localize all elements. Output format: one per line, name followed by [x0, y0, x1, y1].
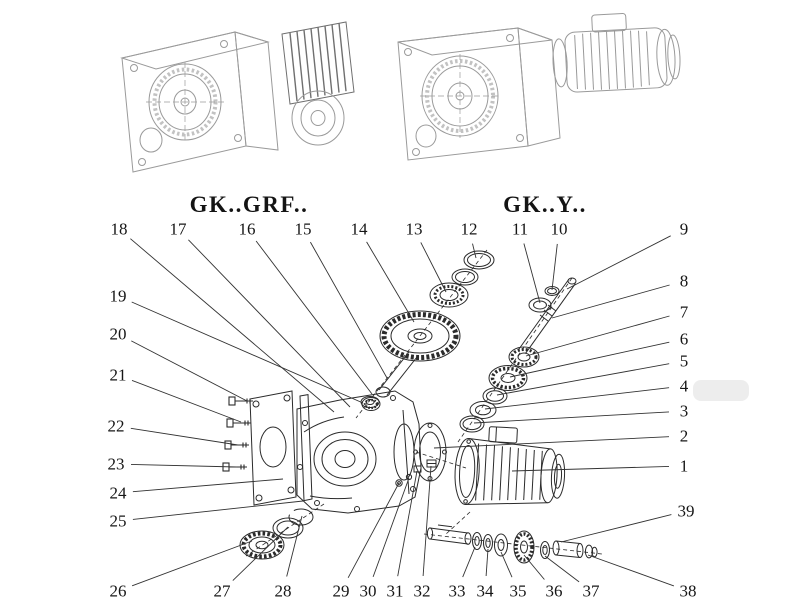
part-number-33: 33: [448, 581, 466, 600]
part-number-4: 4: [679, 376, 689, 396]
leader-line-23: [130, 463, 238, 468]
leader-line-12: [472, 243, 477, 259]
leader-line-6: [509, 341, 670, 378]
plate-bolts: [222, 396, 253, 472]
leader-line-10: [551, 243, 558, 291]
leader-line-13: [420, 242, 447, 293]
leader-line-30: [372, 477, 410, 578]
leader-line-37: [544, 555, 580, 583]
leader-line-9: [566, 235, 671, 290]
part-number-14: 14: [350, 219, 368, 239]
motor-top-drawing: [552, 13, 681, 93]
part-number-11: 11: [511, 219, 529, 239]
leader-line-33: [462, 546, 476, 578]
leader-line-20: [131, 340, 248, 402]
leader-line-2: [433, 436, 670, 449]
part-number-18: 18: [110, 219, 128, 239]
leader-line-38: [587, 554, 675, 587]
leader-line-27: [232, 526, 289, 581]
part-number-22: 22: [107, 416, 125, 436]
callout-leader-lines: [130, 235, 675, 587]
motor-adapter-cover: [413, 422, 447, 482]
part-number-35: 35: [509, 581, 527, 600]
output-shaft-assembly: [426, 524, 598, 564]
part-number-20: 20: [109, 324, 127, 344]
part-number-15: 15: [294, 219, 312, 239]
part-number-34: 34: [476, 581, 494, 600]
part-number-17: 17: [169, 219, 187, 239]
part-number-25: 25: [109, 511, 127, 531]
leader-line-4: [484, 387, 670, 410]
leader-line-3: [473, 411, 670, 424]
part-number-31: 31: [386, 581, 404, 600]
input-gear-assembly: [361, 250, 495, 411]
gearbox-grf-drawing: [120, 21, 355, 173]
leader-line-17: [188, 239, 351, 408]
part-number-3: 3: [679, 401, 689, 421]
part-number-38: 38: [679, 581, 697, 600]
leader-line-25: [132, 500, 304, 520]
watermark-smudge: [693, 380, 749, 401]
part-number-32: 32: [413, 581, 431, 600]
leader-line-35: [500, 551, 513, 578]
part-number-29: 29: [332, 581, 350, 600]
part-number-8: 8: [679, 271, 689, 291]
part-number-23: 23: [107, 454, 125, 474]
part-number-27: 27: [213, 581, 231, 600]
leader-line-36: [523, 554, 545, 580]
model-title-y: GK..Y..: [503, 192, 587, 217]
part-number-21: 21: [109, 365, 127, 385]
leader-line-39: [560, 514, 672, 543]
leader-line-32: [422, 465, 432, 577]
part-number-1: 1: [679, 456, 689, 476]
pinion-shaft-assembly: [459, 277, 577, 433]
grf-adapter-fins: [281, 21, 355, 105]
output-bearing-stack: [239, 508, 314, 560]
leader-line-11: [523, 243, 541, 304]
leader-line-24: [132, 478, 284, 493]
leader-line-14: [366, 241, 415, 323]
electric-motor: [454, 426, 566, 505]
part-number-12: 12: [460, 219, 478, 239]
part-number-16: 16: [238, 219, 256, 239]
leader-line-28: [286, 515, 303, 577]
leader-line-16: [255, 240, 373, 395]
part-number-13: 13: [405, 219, 423, 239]
leader-line-31: [397, 470, 418, 577]
leader-line-21: [131, 379, 242, 423]
assembly-axis-lines: [245, 249, 603, 557]
part-number-2: 2: [679, 426, 689, 446]
leader-line-15: [310, 241, 388, 379]
part-number-19: 19: [109, 286, 127, 306]
part-number-39: 39: [677, 501, 695, 521]
part-number-30: 30: [359, 581, 377, 600]
small-fasteners: [395, 459, 437, 487]
gearbox-housing: [296, 390, 422, 514]
leader-line-29: [347, 482, 400, 579]
leader-line-34: [485, 548, 489, 577]
leader-line-22: [130, 427, 239, 446]
part-number-7: 7: [679, 302, 689, 322]
part-number-36: 36: [545, 581, 563, 600]
part-number-24: 24: [109, 483, 127, 503]
part-number-6: 6: [679, 329, 689, 349]
part-number-9: 9: [679, 219, 689, 239]
part-number-28: 28: [274, 581, 292, 600]
leader-line-5: [496, 363, 670, 396]
mounting-plate: [249, 390, 313, 506]
leader-line-18: [130, 238, 335, 413]
leader-line-8: [551, 284, 670, 319]
part-number-5: 5: [679, 351, 689, 371]
gearbox-motor-drawing: [397, 13, 681, 161]
exploded-assembly-drawing: [222, 249, 603, 564]
part-number-10: 10: [550, 219, 568, 239]
part-number-26: 26: [109, 581, 127, 600]
part-number-37: 37: [582, 581, 600, 600]
leader-line-19: [131, 301, 364, 404]
model-title-grf: GK..GRF..: [189, 192, 309, 217]
leader-line-1: [511, 465, 670, 472]
leader-line-26: [131, 540, 253, 587]
leader-line-7: [525, 315, 670, 357]
